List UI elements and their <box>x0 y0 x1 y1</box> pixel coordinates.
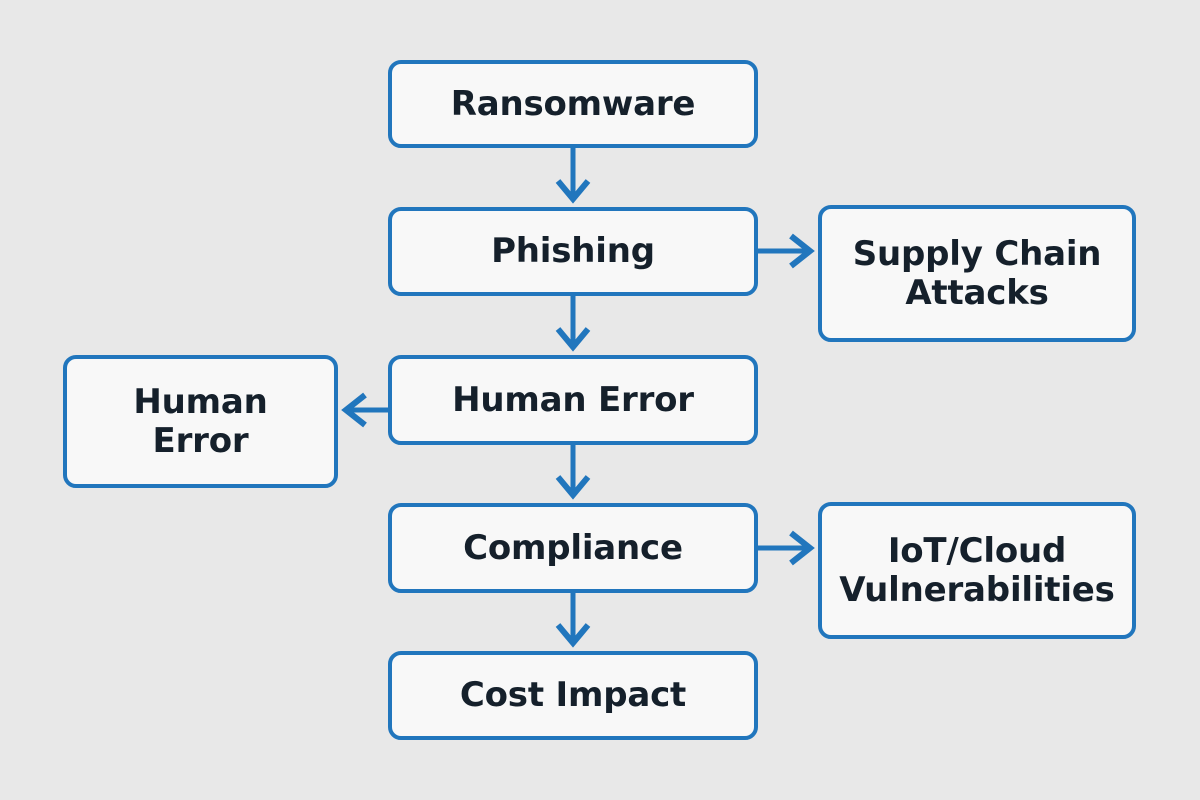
node-supply-chain-attacks[interactable]: Supply Chain Attacks <box>818 205 1136 342</box>
node-human-error-center[interactable]: Human Error <box>388 355 758 445</box>
node-cost-impact[interactable]: Cost Impact <box>388 651 758 740</box>
edge-ransomware-to-phishing <box>555 148 591 204</box>
node-iot-cloud-vulnerabilities-label: IoT/Cloud Vulnerabilities <box>839 530 1115 610</box>
edge-human-error-to-human-error-left <box>341 392 388 428</box>
node-supply-chain-attacks-label: Supply Chain Attacks <box>852 233 1102 313</box>
node-ransomware-label: Ransomware <box>450 83 696 124</box>
edge-compliance-to-iot-cloud <box>758 530 815 566</box>
node-compliance[interactable]: Compliance <box>388 503 758 593</box>
node-iot-cloud-vulnerabilities[interactable]: IoT/Cloud Vulnerabilities <box>818 502 1136 639</box>
edge-human-error-to-compliance <box>555 445 591 500</box>
node-phishing-label: Phishing <box>491 231 655 272</box>
node-compliance-label: Compliance <box>463 527 683 568</box>
node-ransomware[interactable]: Ransomware <box>388 60 758 148</box>
edge-compliance-to-cost-impact <box>555 593 591 648</box>
edge-phishing-to-supply-chain <box>758 233 815 269</box>
node-human-error-center-label: Human Error <box>452 379 694 420</box>
node-phishing[interactable]: Phishing <box>388 207 758 296</box>
node-human-error-left[interactable]: Human Error <box>63 355 338 488</box>
node-cost-impact-label: Cost Impact <box>459 675 687 716</box>
node-human-error-left-label: Human Error <box>133 381 268 461</box>
edge-phishing-to-human-error <box>555 296 591 352</box>
